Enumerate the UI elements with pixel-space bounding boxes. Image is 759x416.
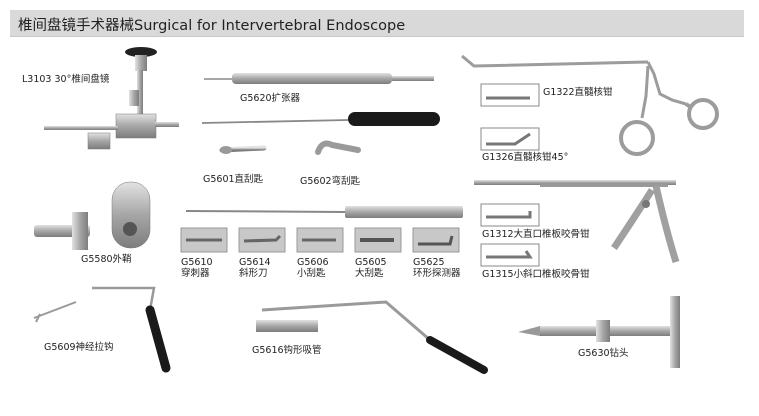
g1312-thumbnail	[480, 203, 540, 227]
label-g1315: G1315小斜口椎板咬骨钳	[482, 269, 590, 280]
g1326-thumbnail	[480, 127, 540, 151]
drill-bit-image	[518, 296, 680, 368]
header-bar: 椎间盘镜手术器械Surgical for Intervertebral Endo…	[10, 10, 744, 37]
label-g5616: G5616钩形吸管	[252, 345, 322, 356]
g5625-code: G5625	[413, 257, 445, 268]
rasp-image	[201, 112, 440, 126]
rongeur-forceps-image	[461, 54, 719, 156]
suction-tube-image	[256, 300, 488, 374]
label-g5580: G5580外鞘	[81, 254, 132, 265]
g5605-name: 大刮匙	[355, 268, 384, 279]
label-g5601: G5601直刮匙	[203, 174, 264, 185]
g5614-name: 斜形刀	[239, 268, 268, 279]
label-g1326: G1326直髓核钳45°	[482, 152, 569, 163]
g5610-code: G5610	[181, 257, 213, 268]
label-g5614: G5614 斜形刀	[239, 257, 271, 279]
label-g5602: G5602弯刮匙	[300, 176, 361, 187]
g1315-thumbnail	[480, 243, 540, 267]
g5605-code: G5605	[355, 257, 387, 268]
label-g5606: G5606 小刮匙	[297, 257, 329, 279]
kerrison-rongeur-image	[474, 180, 680, 264]
label-g5609: G5609神经拉钩	[44, 342, 114, 353]
g5606-name: 小刮匙	[297, 268, 326, 279]
label-g5630: G5630钻头	[578, 348, 629, 359]
label-g5625: G5625 环形探测器	[413, 257, 461, 279]
outer-sheath-image	[34, 181, 151, 250]
endoscope-image	[44, 47, 179, 150]
label-g5620: G5620扩张器	[240, 93, 301, 104]
g5606-code: G5606	[297, 257, 329, 268]
dilator-image	[204, 73, 434, 84]
nerve-hook-image	[33, 286, 171, 373]
g1322-thumbnail	[480, 83, 540, 107]
label-l3103: L3103 30°椎间盘镜	[22, 74, 110, 85]
g5610-name: 穿刺器	[181, 268, 210, 279]
g5614-code: G5614	[239, 257, 271, 268]
g5625-name: 环形探测器	[413, 268, 461, 279]
label-g1322: G1322直髓核钳	[543, 87, 613, 98]
label-g5610: G5610 穿刺器	[181, 257, 213, 279]
curette-tips-image	[219, 140, 361, 155]
label-g1312: G1312大直口椎板咬骨钳	[482, 229, 590, 240]
label-g5605: G5605 大刮匙	[355, 257, 387, 279]
page-title: 椎间盘镜手术器械Surgical for Intervertebral Endo…	[18, 18, 406, 34]
probe-instrument-image	[185, 206, 463, 218]
